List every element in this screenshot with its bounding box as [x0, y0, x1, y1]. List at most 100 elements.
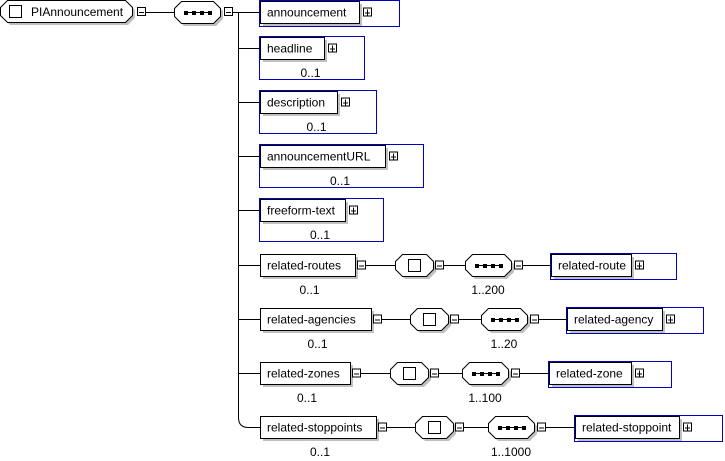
element-description[interactable]: description: [260, 91, 341, 117]
collapse-icon[interactable]: [455, 422, 464, 432]
element-box: [260, 362, 351, 385]
occurrence-label: 0..1: [307, 120, 327, 134]
element-freeform-text[interactable]: freeform-text: [260, 199, 349, 225]
sequence-compositor[interactable]: [488, 416, 538, 442]
element-group-border: [259, 0, 400, 27]
element-related-routes[interactable]: related-routes: [260, 254, 359, 280]
sequence-icon-dot: [475, 264, 479, 268]
collapse-icon[interactable]: [357, 260, 366, 270]
element-announcement[interactable]: announcement: [260, 1, 363, 27]
element-group-border: [259, 198, 384, 242]
root-element[interactable]: PIAnnouncement: [0, 0, 136, 26]
expand-icon[interactable]: [328, 43, 337, 53]
expand-icon[interactable]: [363, 7, 372, 17]
root-collapse-icon[interactable]: [137, 7, 146, 16]
element-related-stoppoints[interactable]: related-stoppoints: [260, 416, 380, 442]
expander-box: [455, 422, 464, 432]
expand-icon[interactable]: [389, 151, 398, 161]
occurrence-label: 0..1: [297, 391, 317, 405]
expand-icon[interactable]: [341, 97, 350, 107]
root-sequence-compositor[interactable]: [174, 1, 224, 27]
collapse-icon[interactable]: [352, 368, 361, 378]
sequence-icon-dot: [208, 11, 212, 15]
sequence-icon-dot: [507, 318, 511, 322]
expander-box: [511, 368, 520, 378]
element-name: related-agencies: [267, 313, 356, 327]
element-box: [551, 254, 632, 277]
collapse-icon[interactable]: [435, 260, 444, 270]
sequence-compositor[interactable]: [465, 254, 515, 280]
element-group-border: [259, 36, 365, 80]
sequence-compositor[interactable]: [481, 308, 531, 334]
element-name: related-zone: [556, 367, 623, 381]
element-announcementURL[interactable]: announcementURL: [260, 145, 389, 171]
sequence-occurrence-label: 1..1000: [491, 445, 531, 459]
collapse-icon[interactable]: [373, 314, 382, 324]
element-group-border: [548, 361, 672, 388]
element-box: [260, 1, 360, 24]
complex-type-compositor[interactable]: [395, 254, 437, 280]
sequence-occurrence-label: 1..100: [468, 391, 502, 405]
expander-box: [378, 422, 387, 432]
element-box: [260, 199, 346, 222]
sequence-icon-dot: [488, 372, 492, 376]
element-name: headline: [267, 42, 313, 56]
element-related-zones[interactable]: related-zones: [260, 362, 354, 388]
expand-icon[interactable]: [666, 314, 675, 324]
element-headline[interactable]: headline: [260, 37, 328, 63]
element-name: related-stoppoint: [582, 421, 672, 435]
element-group-border: [566, 307, 704, 334]
element-group-border: [550, 253, 677, 280]
element-box: [575, 416, 680, 439]
trunk-line: [238, 13, 249, 428]
occurrence-label: 0..1: [310, 445, 330, 459]
element-related-agency[interactable]: related-agency: [567, 308, 666, 334]
collapse-icon[interactable]: [450, 314, 459, 324]
element-name: announcementURL: [267, 150, 371, 164]
collapse-icon[interactable]: [537, 422, 546, 432]
sequence-icon-dot: [472, 372, 476, 376]
expander-box: [430, 368, 439, 378]
expander-box: [357, 260, 366, 270]
collapse-icon[interactable]: [430, 368, 439, 378]
element-icon: [9, 5, 22, 18]
child-row-announcement: [238, 0, 400, 27]
collapse-icon[interactable]: [511, 368, 520, 378]
sequence-occurrence-label: 1..200: [471, 283, 505, 297]
sequence-icon-dot: [491, 318, 495, 322]
occurrence-label: 0..1: [310, 228, 330, 242]
sequence-compositor[interactable]: [462, 362, 512, 388]
complex-type-compositor[interactable]: [410, 308, 452, 334]
expand-icon[interactable]: [635, 260, 644, 270]
collapse-icon[interactable]: [530, 314, 539, 324]
child-row-announcementURL: 0..1: [238, 144, 424, 188]
occurrence-label: 0..1: [308, 337, 328, 351]
sequence-collapse-icon[interactable]: [224, 7, 233, 16]
element-related-agencies[interactable]: related-agencies: [260, 308, 375, 334]
sequence-icon-dot: [483, 264, 487, 268]
element-box: [260, 254, 356, 277]
complex-type-compositor[interactable]: [390, 362, 432, 388]
expand-icon[interactable]: [635, 368, 644, 378]
expand-icon[interactable]: [349, 205, 358, 215]
element-group-border: [574, 415, 723, 442]
collapse-icon[interactable]: [378, 422, 387, 432]
element-related-stoppoint[interactable]: related-stoppoint: [575, 416, 683, 442]
collapse-icon[interactable]: [514, 260, 523, 270]
square-icon: [428, 421, 441, 434]
sequence-icon-dot: [514, 426, 518, 430]
complex-type-compositor[interactable]: [415, 416, 457, 442]
child-row-related-stoppoints: 0..1 1..1000: [248, 415, 723, 459]
element-name: related-zones: [267, 367, 340, 381]
element-related-zone[interactable]: related-zone: [549, 362, 635, 388]
element-box: [260, 37, 325, 60]
element-related-route[interactable]: related-route: [551, 254, 635, 280]
expander-box: [224, 7, 233, 16]
expand-icon[interactable]: [683, 422, 692, 432]
sequence-icon-dot: [480, 372, 484, 376]
expander-box: [514, 260, 523, 270]
sequence-icon-dot: [498, 426, 502, 430]
expander-box: [530, 314, 539, 324]
